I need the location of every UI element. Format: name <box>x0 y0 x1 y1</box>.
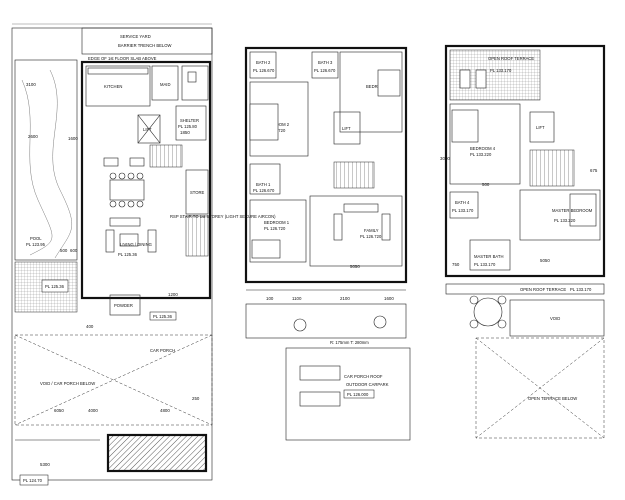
bath2-pl-label: PL 126.670 <box>253 68 275 73</box>
dim-4800: 4800 <box>160 408 170 413</box>
outdoor-pl-label: PL 126.000 <box>347 392 369 397</box>
planter-tag-label: PL 125.36 <box>45 284 65 289</box>
master-bath-label: MASTER BATH <box>474 254 503 259</box>
first-dim-100: 100 <box>266 296 274 301</box>
driveway-pl-label: PL 125.36 <box>153 314 173 319</box>
shelter-label: SHELTER <box>180 118 199 123</box>
dim-1200: 1200 <box>168 292 178 297</box>
first-dim-5050: 5050 <box>350 264 360 269</box>
dim-3100: 3100 <box>26 82 36 87</box>
open-roof2-pl-label: PL 133.170 <box>570 287 592 292</box>
service-yard-label: SERVICE YARD <box>120 34 151 39</box>
open-roof-pl-label: PL 133.170 <box>490 68 512 73</box>
attic-dim-675: 675 <box>590 168 598 173</box>
rsp-note-label: RSP STAIR TO 1st STOREY (LIGHT SECURE AI… <box>170 214 276 219</box>
dim-600: 600 <box>70 248 78 253</box>
bath3-pl-label: PL 126.670 <box>314 68 336 73</box>
ground-floor-plan: SERVICE YARD BARRIER TRENCH BELOW EDGE O… <box>11 23 276 486</box>
ground-lift-label: LIFT <box>143 127 152 132</box>
attic-dim-750: 750 <box>452 262 460 267</box>
dim-2600: 2600 <box>28 134 38 139</box>
living-pl-label: PL 125.36 <box>118 252 138 257</box>
bedroom1-label: BEDROOM 1 <box>264 220 290 225</box>
first-lift-label: LIFT <box>342 126 351 131</box>
attic-dim-3000: 3000 <box>440 156 450 161</box>
car-porch-label: CAR PORCH <box>150 348 175 353</box>
bedroom4-pl-label: PL 133.220 <box>470 152 492 157</box>
pool-pl-label: PL 123.95 <box>26 242 46 247</box>
bath4-pl-label: PL 133.170 <box>452 208 474 213</box>
attic-lift-label: LIFT <box>536 125 545 130</box>
first-floor-plan: BATH 2 PL 126.670 BATH 3 PL 126.670 BEDR… <box>244 46 411 441</box>
master-bath-pl-label: PL 133.170 <box>474 262 496 267</box>
bedroom1-pl-label: PL 126.720 <box>264 226 286 231</box>
dim-1850: 1850 <box>180 130 190 135</box>
attic-dim-500: 500 <box>482 182 490 187</box>
bath2-label: BATH 2 <box>256 60 271 65</box>
family-pl-label: PL 126.720 <box>360 234 382 239</box>
store-label: STORE <box>190 190 205 195</box>
attic-floor-plan: OPEN ROOF TERRACE PL 133.170 BEDROOM 4 P… <box>440 44 606 439</box>
maid-label: MAID <box>160 82 170 87</box>
dim-1600: 1600 <box>68 136 78 141</box>
pool-label: POOL <box>30 236 42 241</box>
riser-note-label: R: 175mm T: 280mm <box>330 340 369 345</box>
dim-4000: 4000 <box>88 408 98 413</box>
barrier-note-label: BARRIER TRENCH BELOW <box>118 43 171 48</box>
attic-dim-5050: 5050 <box>540 258 550 263</box>
car-porch-roof-label: CAR PORCH ROOF <box>344 374 383 379</box>
powder-label: POWDER <box>114 303 133 308</box>
bath4-label: BATH 4 <box>455 200 470 205</box>
shelter-pl-label: PL 125.80 <box>178 124 198 129</box>
gate-pl-label: PL 124.70 <box>23 478 43 483</box>
dim-6050: 6050 <box>54 408 64 413</box>
bath1-pl-label: PL 126.670 <box>253 188 275 193</box>
dim-500: 500 <box>60 248 68 253</box>
master-bedroom-label: MASTER BEDROOM <box>552 208 593 213</box>
bedroom4-label: BEDROOM 4 <box>470 146 496 151</box>
open-roof-terrace2-label: OPEN ROOF TERRACE <box>520 287 566 292</box>
dim-400: 400 <box>86 324 94 329</box>
living-label: LIVING / DINING <box>120 242 152 247</box>
master-pl-label: PL 133.220 <box>554 218 576 223</box>
family-label: FAMILY <box>364 228 379 233</box>
first-dim-1600: 1600 <box>384 296 394 301</box>
dim-5300: 5300 <box>40 462 50 467</box>
bath3-label: BATH 3 <box>318 60 333 65</box>
void-label: VOID <box>550 316 560 321</box>
void-note-label: VOID / CAR PORCH BELOW <box>40 381 95 386</box>
dim-250: 250 <box>192 396 200 401</box>
edge-note-label: EDGE OF 1st FLOOR SLAB ABOVE <box>88 56 157 61</box>
open-roof-terrace-label: OPEN ROOF TERRACE <box>488 56 534 61</box>
outdoor-note-label: OUTDOOR CARPARK <box>346 382 389 387</box>
kitchen-label: KITCHEN <box>104 84 122 89</box>
bath1-label: BATH 1 <box>256 182 271 187</box>
first-dim-1100: 1100 <box>292 296 302 301</box>
below-note-label: OPEN TERRACE BELOW <box>528 396 577 401</box>
first-dim-2100: 2100 <box>340 296 350 301</box>
